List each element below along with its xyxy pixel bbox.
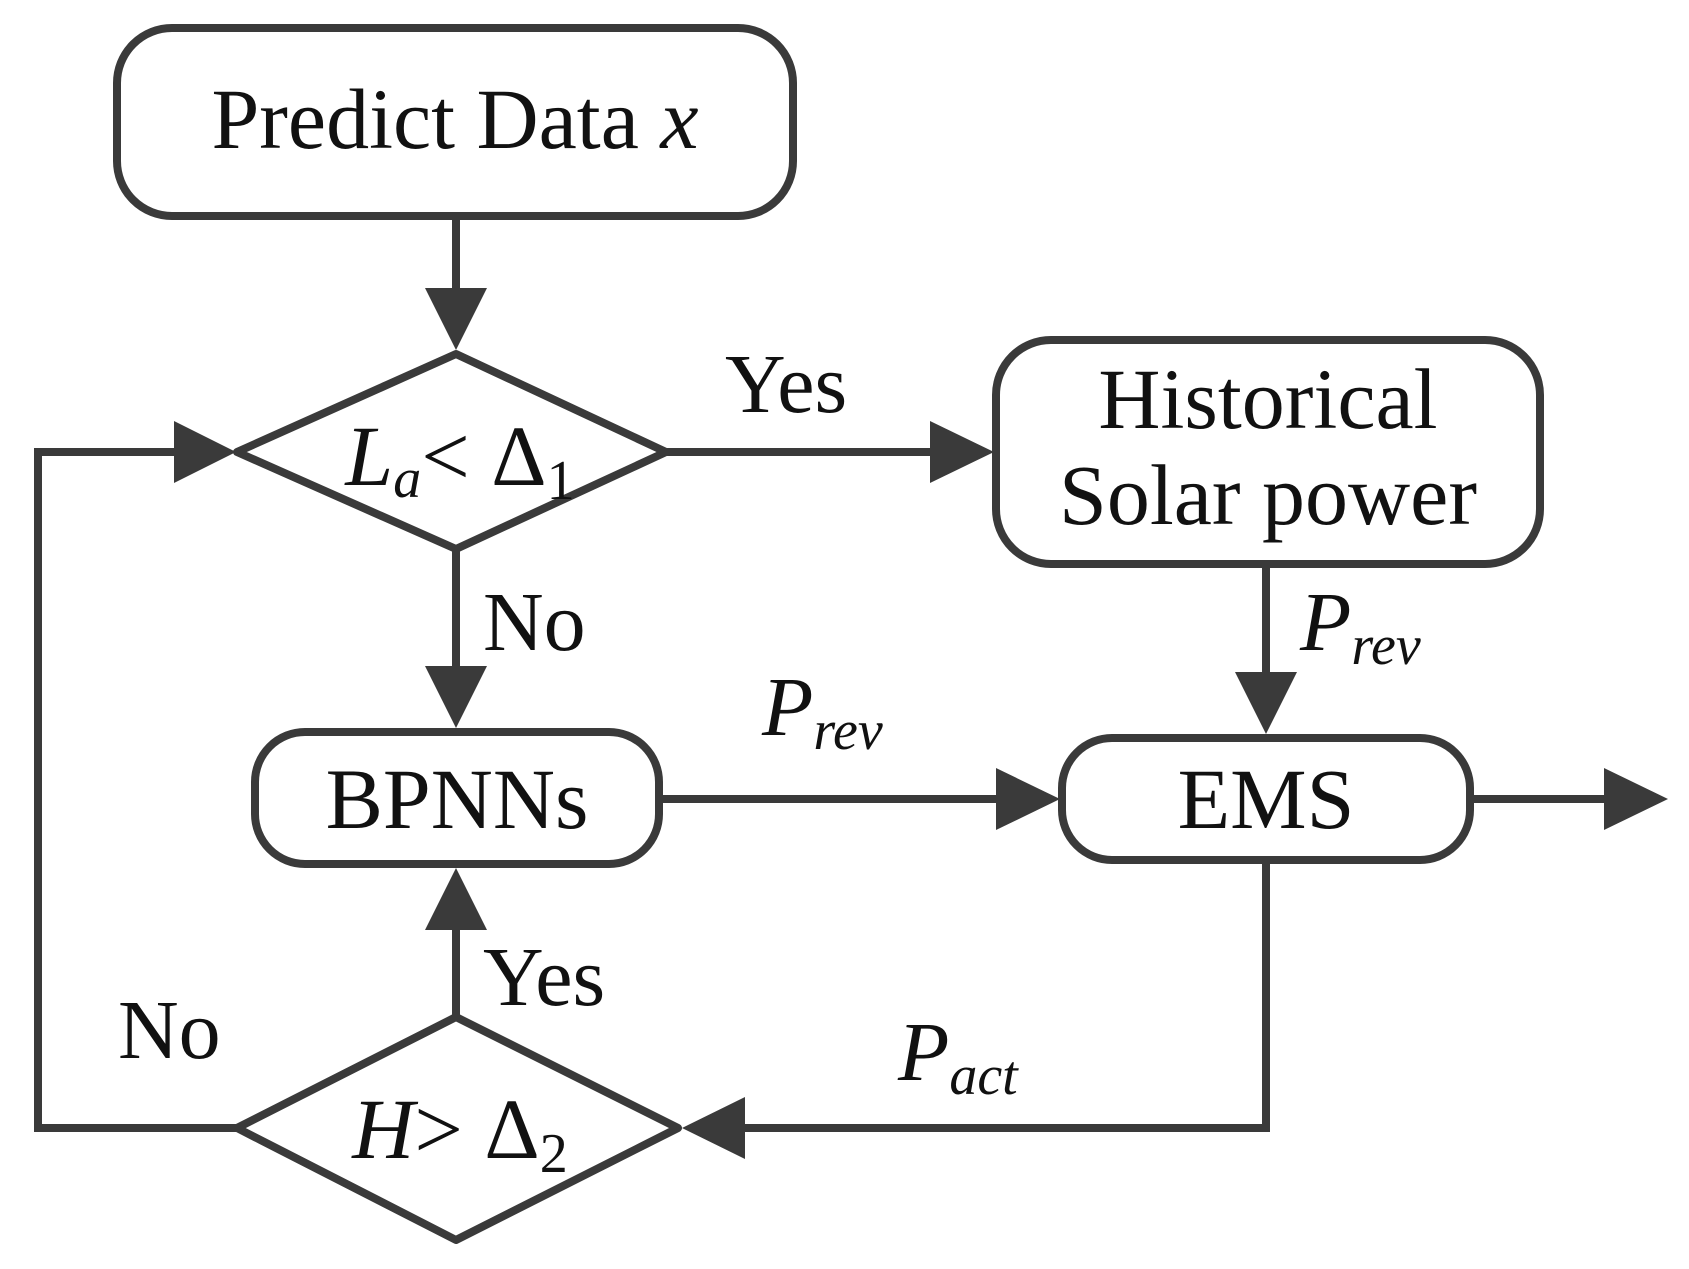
decision1-label: La< Δ1: [343, 408, 574, 512]
edge-ems-to-d2: [740, 860, 1270, 1132]
decision2-diamond: [233, 1013, 682, 1244]
arrowhead-down-bpnns: [425, 666, 487, 728]
edge-label-d1-yes: Yes: [725, 338, 847, 431]
decision2-label: H> Δ2: [351, 1081, 567, 1185]
edge-d2-no-loop: [34, 448, 237, 1132]
arrowhead-right-historical: [930, 421, 994, 483]
edge-label-d1-no: No: [483, 576, 586, 669]
edge-label-hist-ems: Prev: [1299, 576, 1421, 677]
bpnns-label: BPNNs: [326, 751, 589, 847]
edge-label-ems-d2: Pact: [897, 1006, 1019, 1107]
ems-label: EMS: [1178, 751, 1355, 847]
arrowhead-up-bpnns: [425, 868, 487, 930]
edge-label-d2-yes: Yes: [483, 931, 605, 1024]
edge-label-d2-no: No: [118, 984, 221, 1077]
historical-line2: Solar power: [1059, 447, 1477, 543]
predict-label: Predict Data x: [211, 71, 698, 167]
arrowhead-left-d2: [682, 1097, 745, 1159]
arrowhead-right-d1-loop: [174, 421, 236, 483]
arrowhead-right-out: [1604, 768, 1668, 830]
arrowhead-down-d1: [425, 288, 487, 350]
arrowhead-down-ems: [1235, 672, 1297, 734]
edge-label-bpnn-ems: Prev: [761, 661, 883, 762]
historical-line1: Historical: [1098, 351, 1437, 447]
arrowhead-right-ems: [996, 768, 1060, 830]
